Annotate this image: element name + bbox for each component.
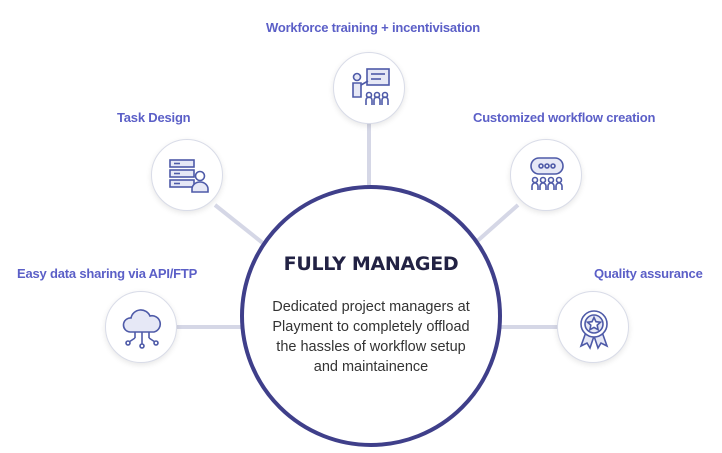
cloud-share-icon — [122, 309, 162, 349]
workflow-team-icon — [530, 157, 564, 190]
quality-badge-icon — [579, 310, 609, 350]
center-description: Dedicated project managers at Playment t… — [272, 299, 470, 375]
label-data-sharing: Easy data sharing via API/FTP — [17, 266, 198, 281]
node-workforce-training — [333, 52, 405, 124]
connector-workflow — [472, 203, 520, 246]
training-presentation-icon — [352, 68, 390, 105]
label-customized-workflow: Customized workflow creation — [473, 110, 656, 125]
label-workforce-training: Workforce training + incentivisation — [266, 20, 480, 35]
node-data-sharing — [105, 291, 177, 363]
center-title: FULLY MANAGED — [283, 253, 459, 275]
node-task-design — [151, 139, 223, 211]
label-quality-assurance: Quality assurance — [594, 266, 703, 281]
label-task-design: Task Design — [117, 110, 191, 125]
node-quality-assurance — [557, 291, 629, 363]
connector-task-design — [213, 203, 266, 246]
node-customized-workflow — [510, 139, 582, 211]
center-circle: FULLY MANAGED Dedicated project managers… — [240, 185, 502, 447]
task-design-icon — [169, 159, 209, 193]
